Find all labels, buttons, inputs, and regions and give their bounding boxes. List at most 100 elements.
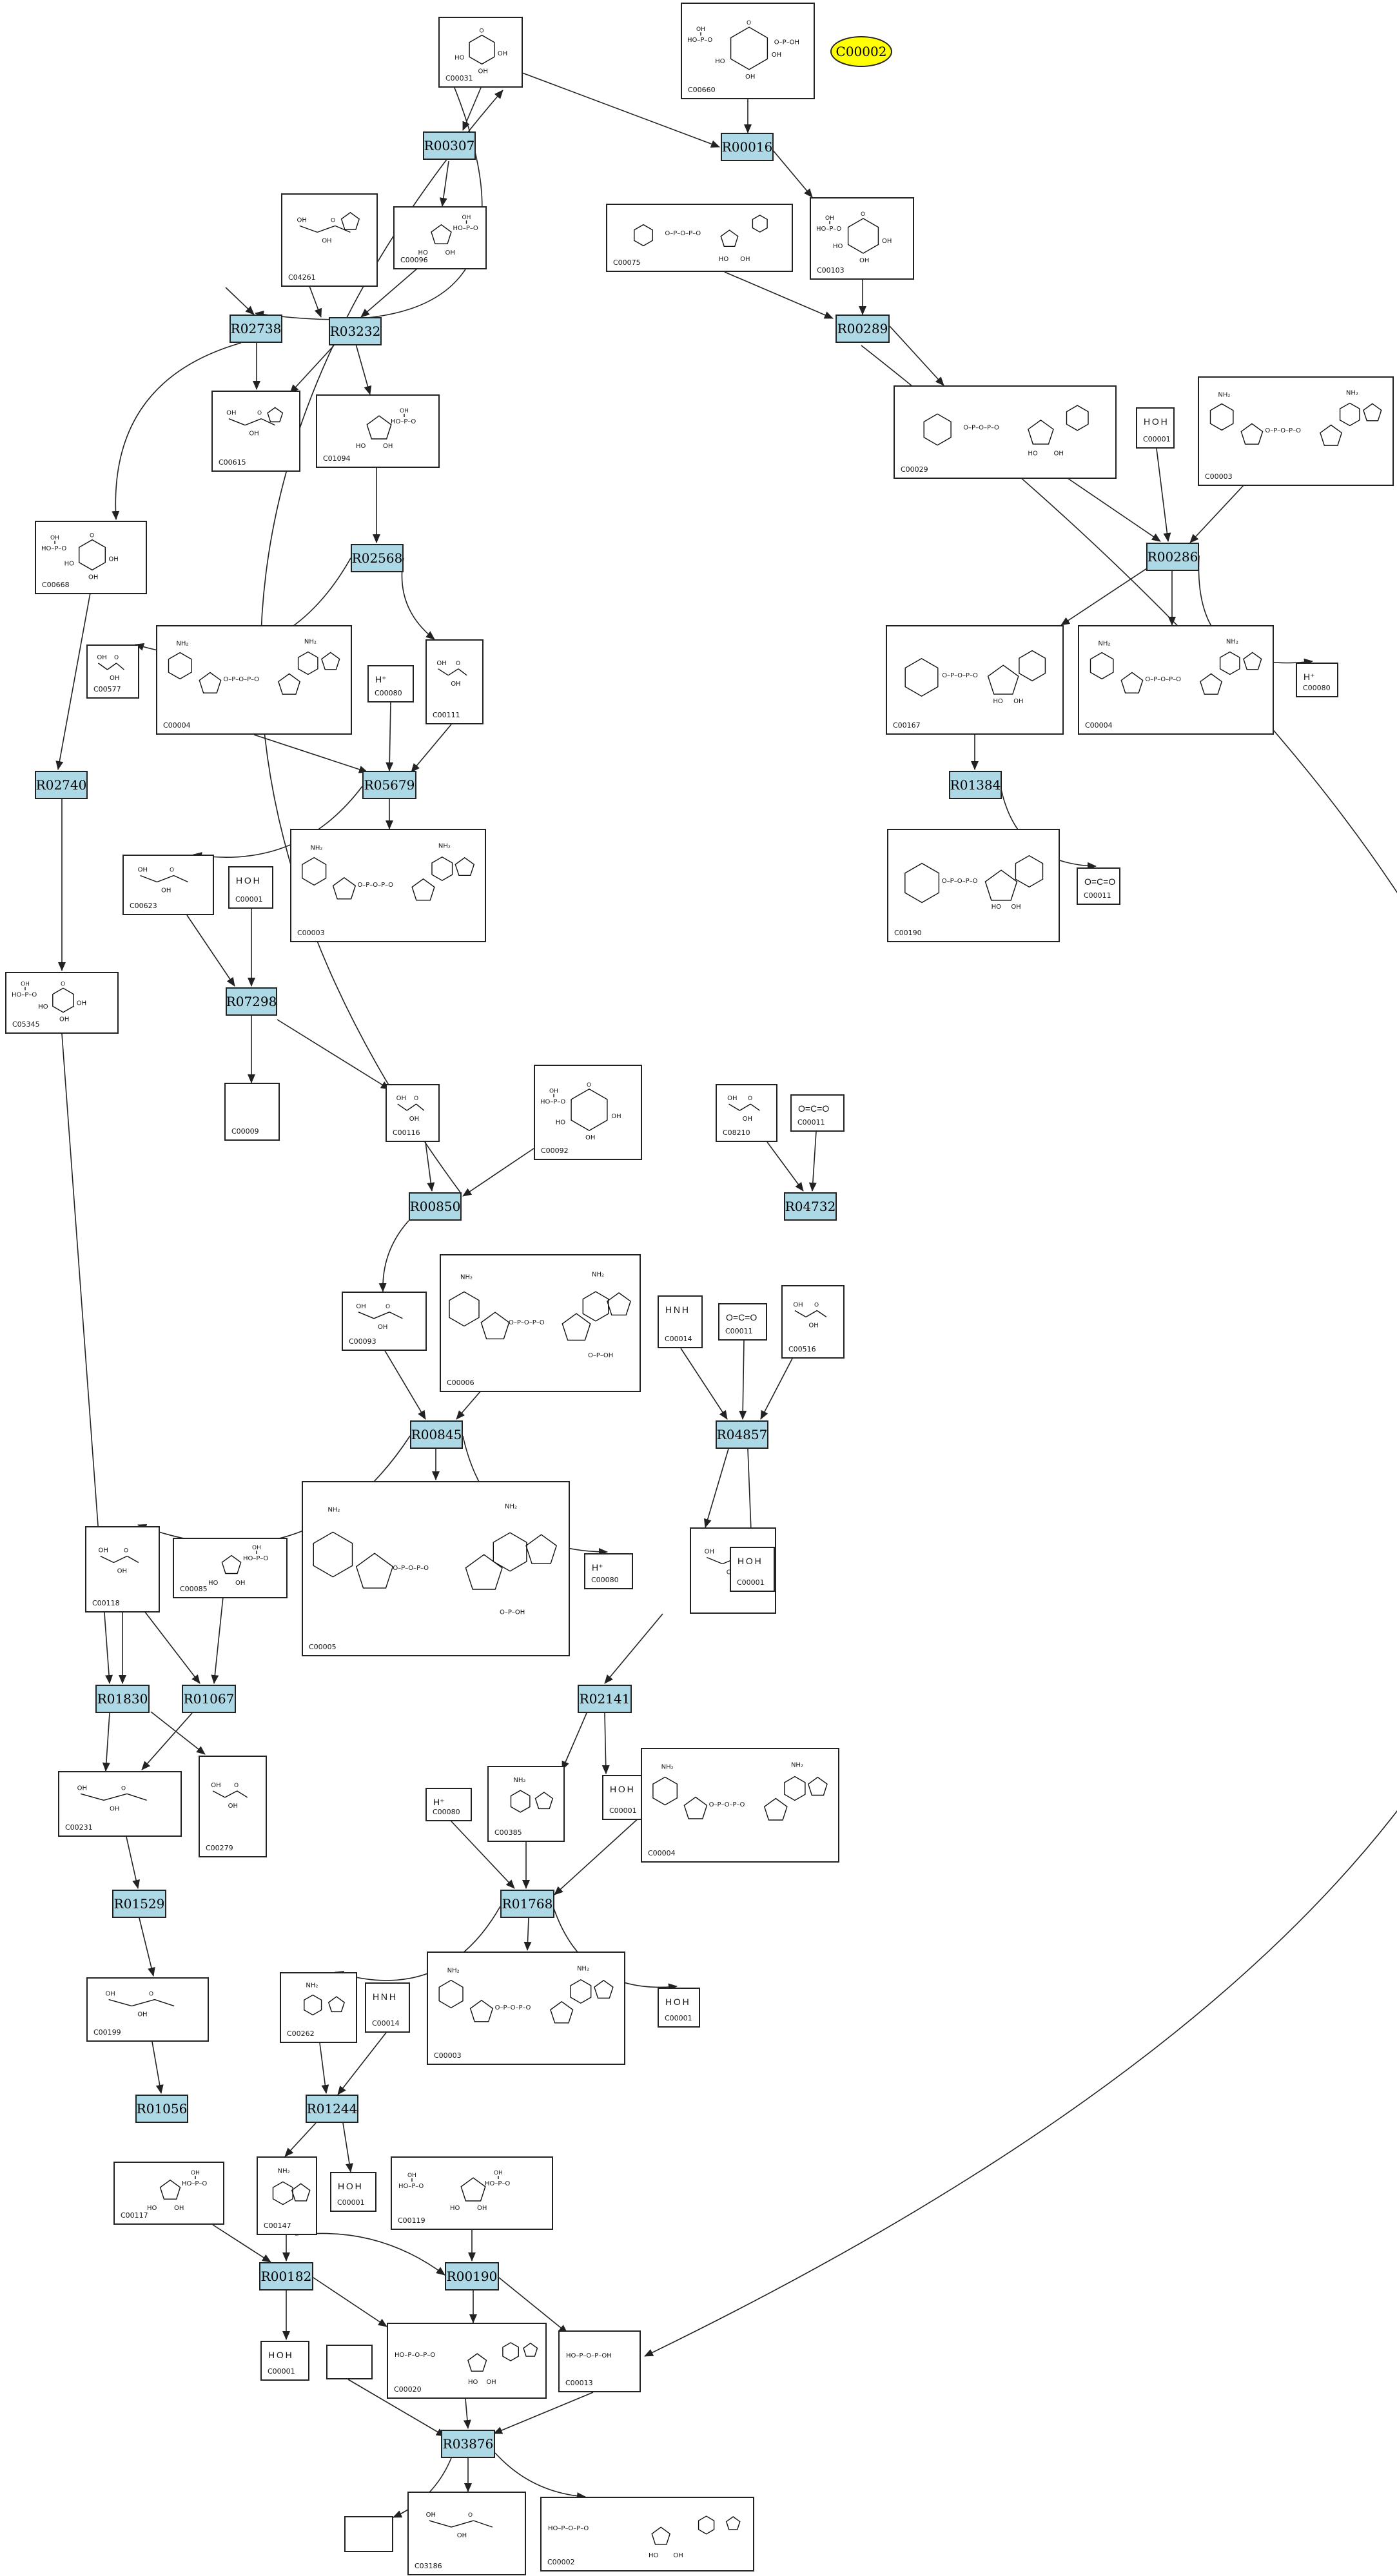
reaction-r02740[interactable]: R02740	[35, 771, 88, 799]
compound-label: C00103	[817, 266, 845, 275]
compound-c00080[interactable]: H⁺C00080	[584, 1553, 633, 1589]
reaction-r01384[interactable]: R01384	[949, 771, 1002, 799]
reaction-r02568[interactable]: R02568	[351, 544, 404, 572]
reaction-r00016[interactable]: R00016	[721, 133, 774, 161]
svg-text:NH₂: NH₂	[505, 1504, 517, 1511]
svg-text:OH: OH	[110, 1805, 119, 1812]
compound-c00080[interactable]: H⁺C00080	[425, 1788, 472, 1821]
reaction-r05679[interactable]: R05679	[362, 771, 416, 799]
svg-text:O–P–OH: O–P–OH	[588, 1352, 613, 1359]
compound-c00009[interactable]: C00009	[224, 1083, 280, 1141]
compound-label: C00002	[547, 2558, 575, 2566]
reaction-r01244[interactable]: R01244	[306, 2095, 358, 2123]
reaction-r04857[interactable]: R04857	[716, 1420, 768, 1449]
reaction-r01067[interactable]: R01067	[182, 1685, 236, 1713]
reaction-r01768[interactable]: R01768	[500, 1890, 554, 1918]
svg-text:OH: OH	[549, 1088, 558, 1094]
compound-c00080[interactable]: H⁺C00080	[1296, 663, 1338, 697]
compound-empty[interactable]	[326, 2345, 373, 2379]
compound-c00080[interactable]: H⁺C00080	[367, 665, 414, 702]
reaction-r00850[interactable]: R00850	[409, 1192, 462, 1221]
compound-label: C00001	[235, 895, 263, 904]
reaction-r00307[interactable]: R00307	[423, 131, 476, 160]
reaction-r00845[interactable]: R00845	[410, 1420, 463, 1449]
reaction-r04732[interactable]: R04732	[784, 1192, 837, 1221]
reaction-r01529[interactable]: R01529	[112, 1890, 166, 1918]
svg-text:HO–P–O: HO–P–O	[816, 226, 841, 233]
reaction-r02141[interactable]: R02141	[578, 1685, 632, 1713]
reaction-r02738[interactable]: R02738	[230, 315, 282, 343]
reaction-r07298[interactable]: R07298	[226, 987, 277, 1016]
highlight-ellipse-c00002[interactable]: C00002	[830, 36, 892, 67]
edge-arrow	[337, 2029, 389, 2095]
reaction-r00190[interactable]: R00190	[445, 2262, 499, 2290]
reaction-r01830[interactable]: R01830	[95, 1685, 150, 1713]
reaction-r03232[interactable]: R03232	[329, 317, 382, 345]
reaction-r01056[interactable]: R01056	[135, 2095, 188, 2123]
formula-ammonia: H N H	[373, 1991, 396, 2002]
reaction-r00289[interactable]: R00289	[835, 315, 890, 343]
reaction-r03876[interactable]: R03876	[441, 2430, 495, 2458]
reaction-r00286[interactable]: R00286	[1146, 543, 1199, 571]
reaction-r00182[interactable]: R00182	[259, 2262, 313, 2290]
compound-empty[interactable]	[344, 2516, 393, 2552]
